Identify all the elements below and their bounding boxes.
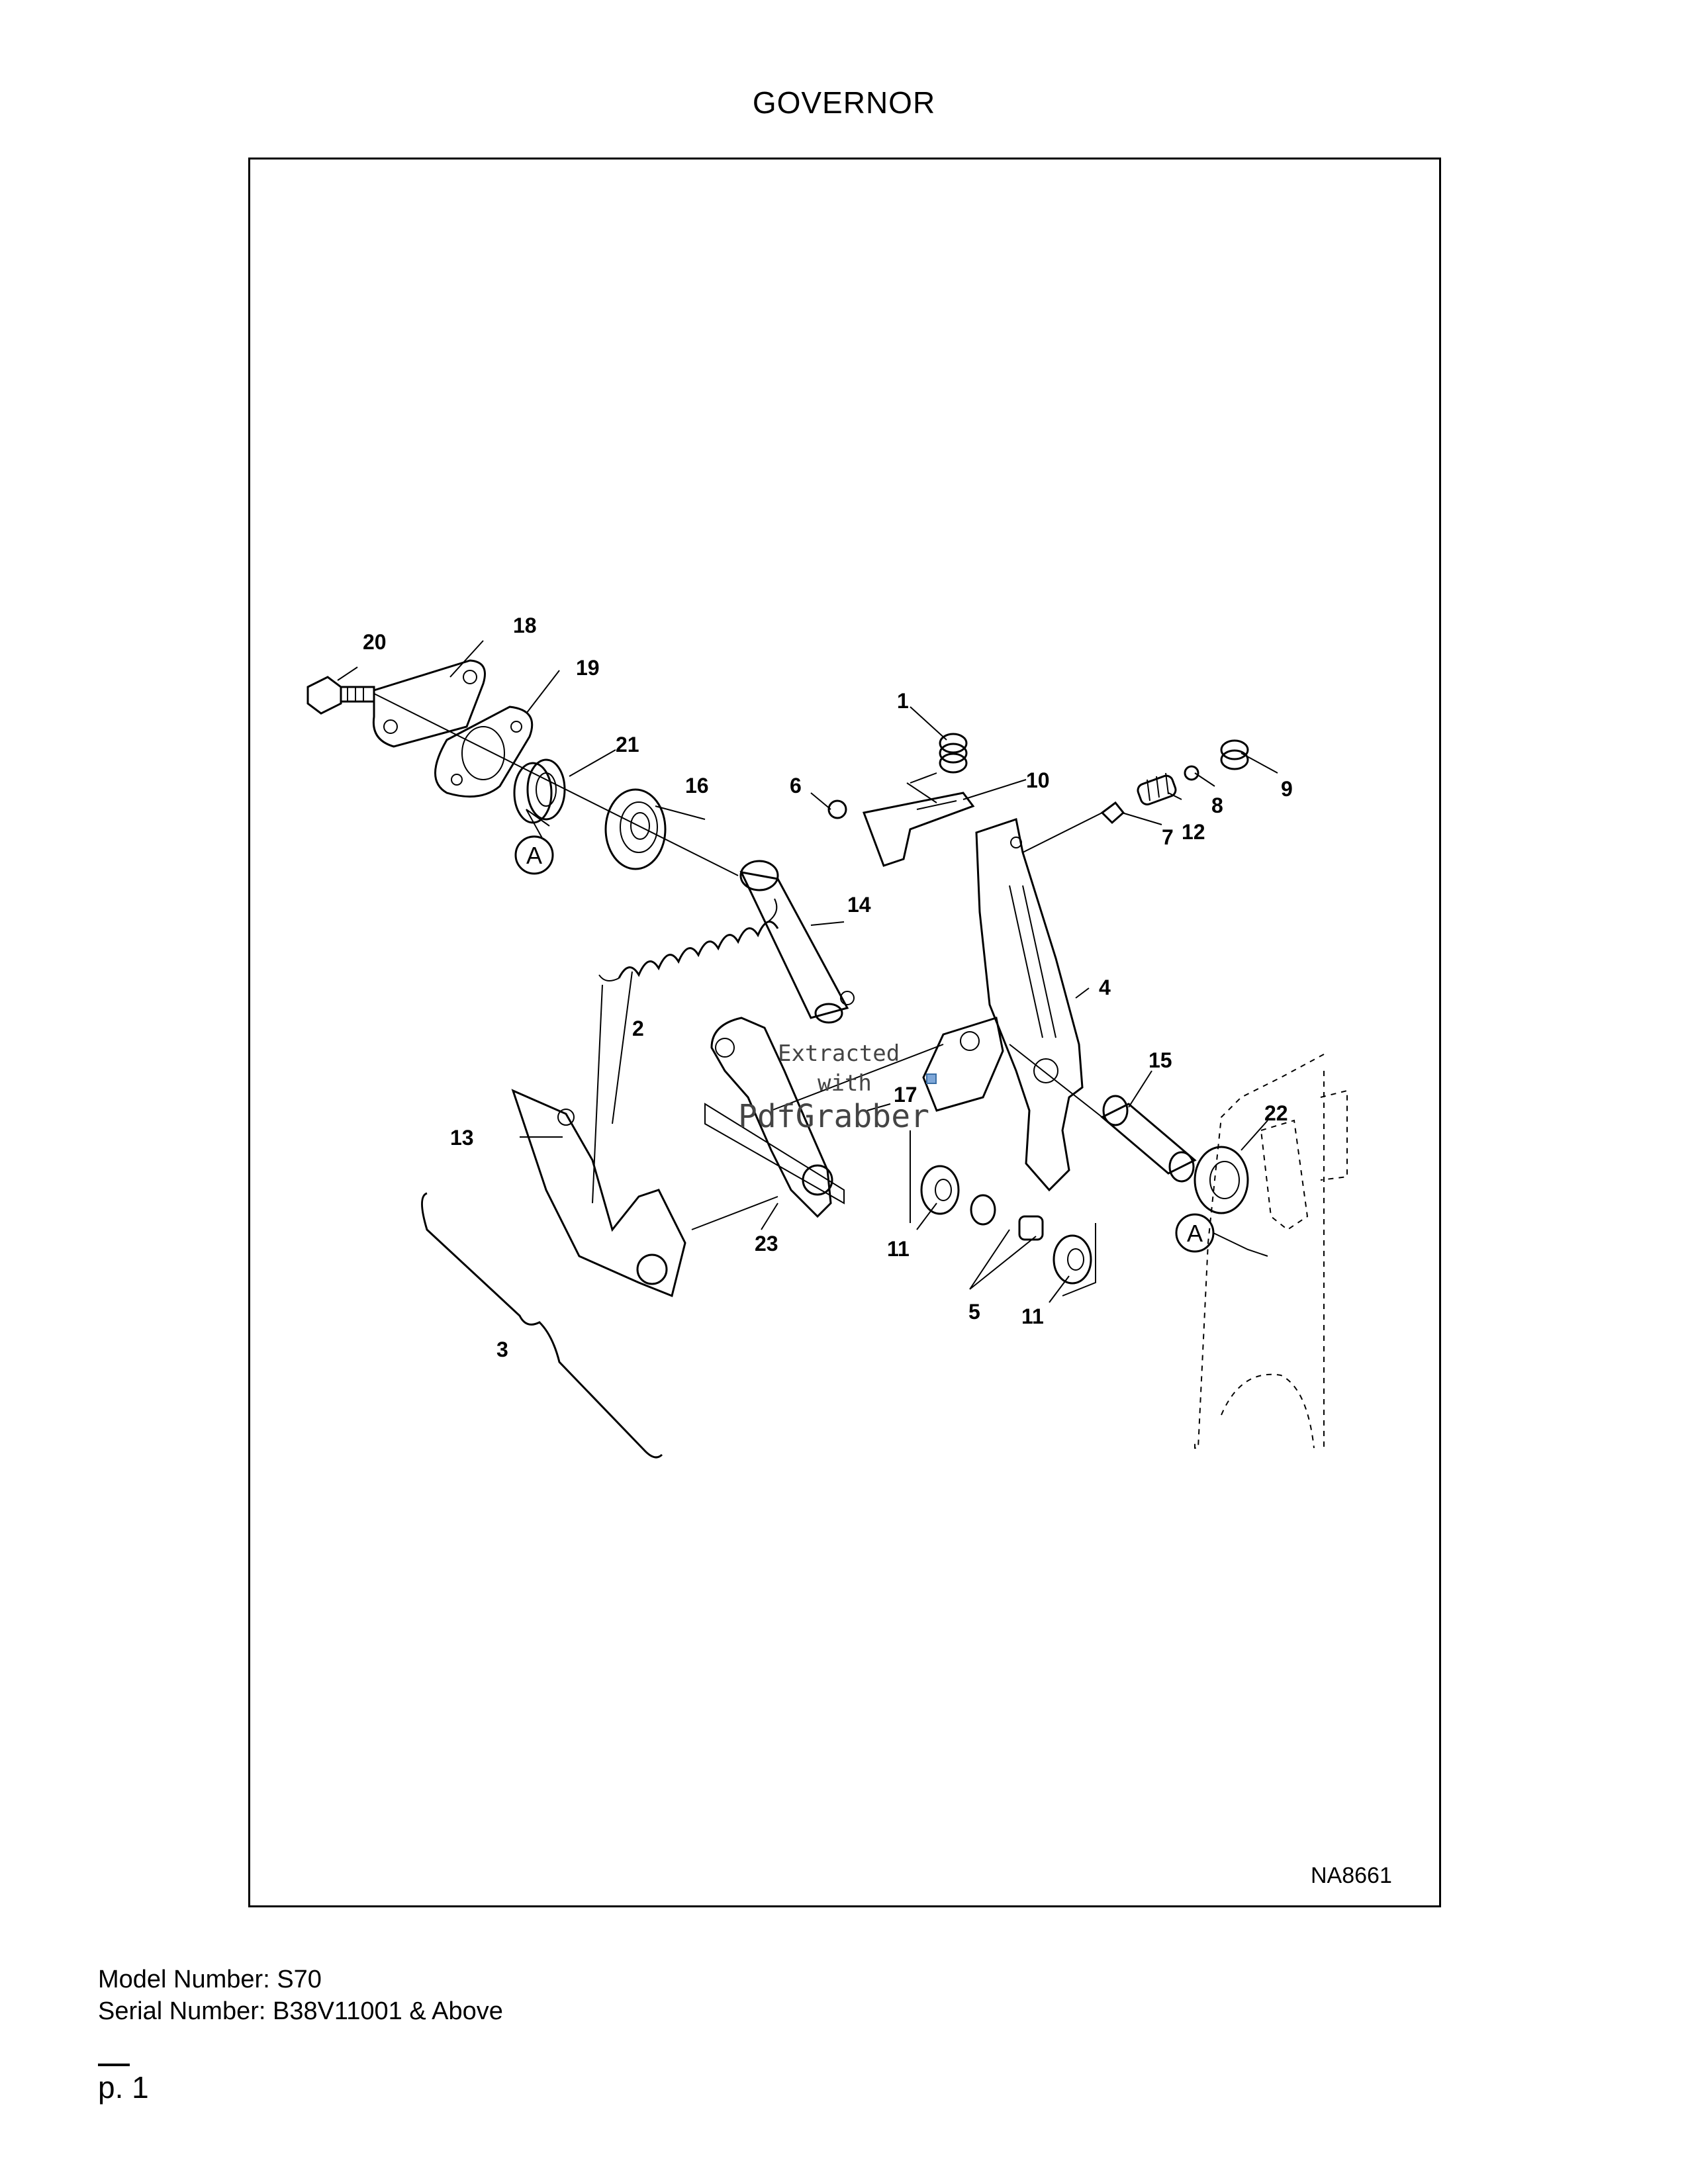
ref-circle-a-left (514, 809, 554, 875)
callout-18: 18 (513, 614, 537, 637)
page-number-rule (98, 2064, 130, 2066)
part-4-lever (975, 818, 1084, 1192)
callout-12: 12 (1182, 820, 1205, 844)
part-7-pin (1100, 801, 1125, 825)
page-number: p. 1 (98, 2070, 149, 2105)
part-19-gasket (434, 705, 534, 798)
callout-1: 1 (897, 689, 909, 713)
watermark-line-3: PdfGrabber (738, 1098, 929, 1135)
figure-frame (248, 158, 1441, 1907)
part-22-bearing (1194, 1146, 1249, 1214)
ref-letter-a-left: A (526, 842, 542, 869)
callout-2: 2 (632, 1017, 644, 1040)
callout-6: 6 (790, 774, 802, 797)
callout-5: 5 (968, 1300, 980, 1324)
part-1-spring (910, 733, 968, 784)
part-8-ball (1184, 765, 1199, 781)
callout-23: 23 (755, 1232, 778, 1255)
part-2-spring (598, 898, 779, 981)
watermark-line-1: Extracted (778, 1040, 900, 1067)
figure-code: NA8661 (1311, 1863, 1392, 1888)
callout-8: 8 (1211, 794, 1223, 817)
callout-10: 10 (1026, 768, 1050, 792)
callout-19: 19 (576, 656, 600, 680)
part-20-bolt (306, 676, 375, 715)
callout-9: 9 (1281, 777, 1293, 801)
ref-circle-a-right (1175, 1213, 1268, 1257)
part-3-bracket (421, 1192, 663, 1459)
part-6-nut (827, 799, 847, 819)
engine-block-outline (1194, 1054, 1348, 1449)
callout-17: 17 (894, 1083, 917, 1107)
callout-14: 14 (847, 893, 871, 917)
callout-4: 4 (1099, 976, 1111, 999)
page-title: GOVERNOR (752, 85, 936, 120)
serial-number: Serial Number: B38V11001 & Above (98, 1997, 503, 2025)
footer: Model Number: S70 Serial Number: B38V110… (98, 1964, 503, 2027)
part-18-cover-plate (372, 659, 486, 748)
callout-11b: 11 (1021, 1304, 1044, 1328)
part-12-spring (1137, 772, 1177, 805)
model-number: Model Number: S70 (98, 1966, 322, 1993)
part-17-fork (840, 991, 1004, 1112)
callout-21: 21 (616, 733, 639, 756)
callout-20: 20 (363, 630, 387, 654)
callout-11a: 11 (887, 1237, 910, 1261)
part-16-bearing (604, 788, 667, 870)
part-11-washer-b (1053, 1234, 1092, 1285)
watermark-line-2: with (818, 1070, 872, 1097)
callout-16: 16 (685, 774, 709, 797)
part-11-washer-a (920, 1165, 960, 1215)
part-21-bushing (513, 758, 566, 824)
part-15-sleeve (1100, 1095, 1197, 1183)
callout-22: 22 (1264, 1101, 1288, 1125)
part-13-lever (511, 1089, 686, 1298)
part-9-plug (1220, 739, 1249, 770)
part-23-lever (704, 1017, 845, 1218)
part-14-shaft (739, 860, 849, 1024)
ref-letter-a-right: A (1187, 1220, 1203, 1247)
governor-exploded-diagram: A A 1 2 3 4 5 6 7 8 9 10 11 11 12 13 (248, 158, 1441, 1907)
watermark-icon (926, 1073, 937, 1084)
callout-15: 15 (1149, 1048, 1172, 1072)
part-10-link (862, 792, 975, 867)
callout-7: 7 (1162, 825, 1174, 849)
callout-3: 3 (496, 1338, 508, 1361)
callout-13: 13 (450, 1126, 474, 1150)
